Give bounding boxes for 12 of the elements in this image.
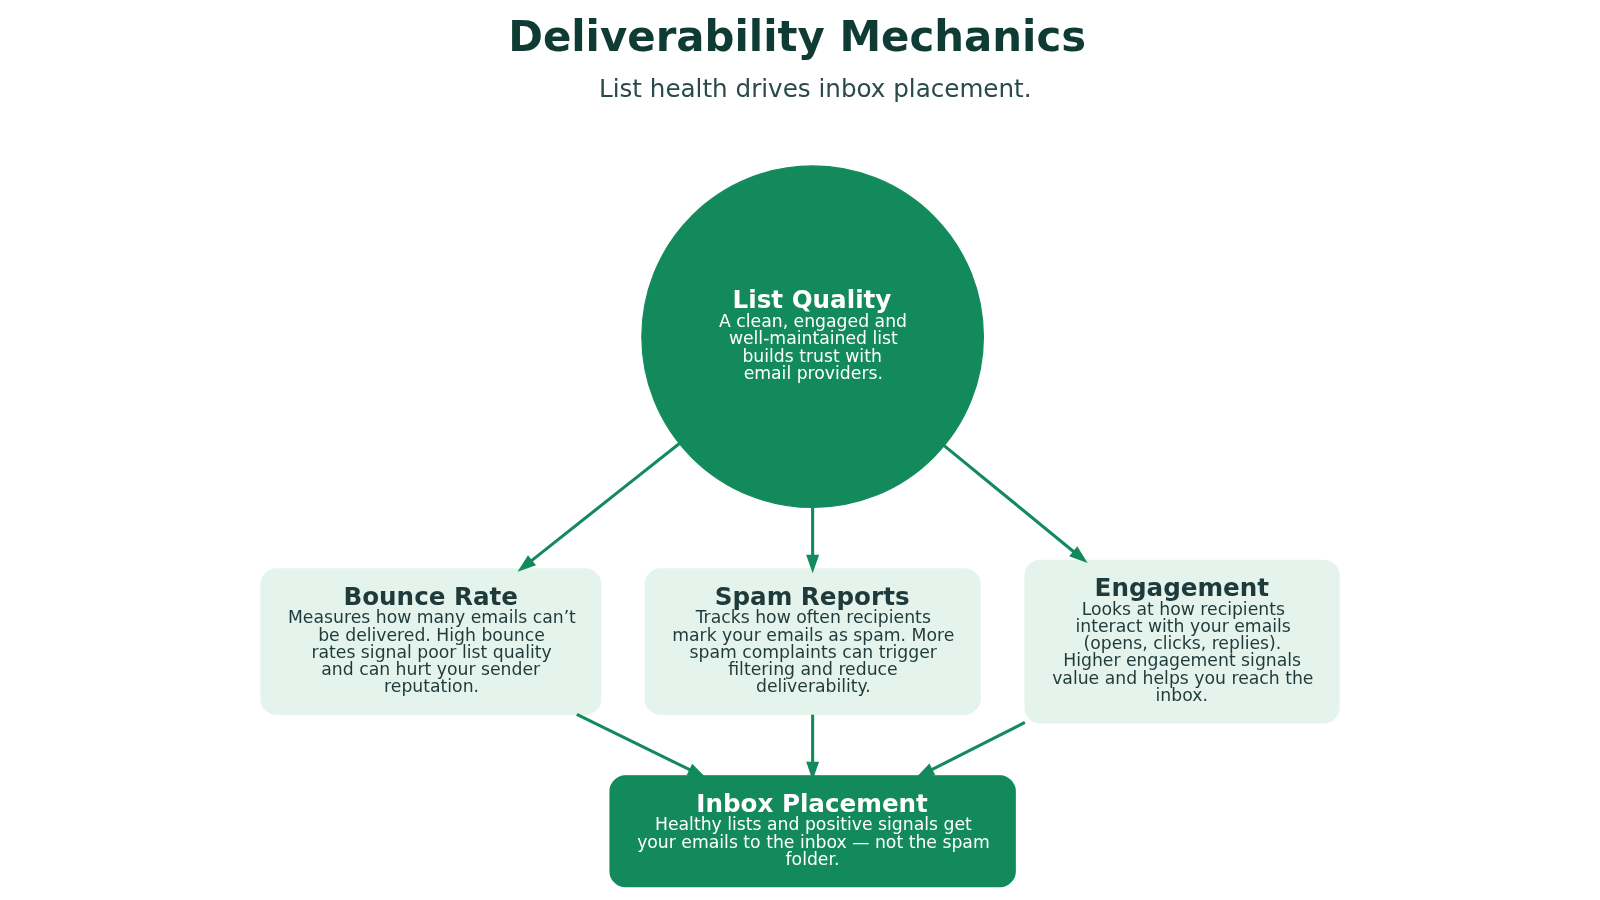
arrow [517,442,681,572]
diagram-title: Deliverability Mechanics [508,11,1087,61]
node-box: Bounce Rate Measures how many emails can’t be delivered. High bounce rates signal poor list quality and can hurt your sender reputation. [260,568,602,715]
arrow [915,721,1026,778]
arrow [806,507,820,574]
node-box: Spam Reports Tracks how often recipients mark your emails as spam. More spam complaints can trigger filtering and reduce deliverability. [644,568,981,715]
node-box: Engagement Looks at how recipients interact with your emails (opens, clicks, replies). Higher engagement signals value and helps you reach the inbox. [1024,559,1340,724]
label: List health drives inbox placement. [598,74,1032,104]
node-box: Inbox Placement Healthy lists and positive signals get your emails to the inbox — not the spam folder. [609,775,1016,888]
arrow [943,444,1088,564]
node-circle: List Quality A clean, engaged and well-maintained list builds trust with email providers. [641,165,985,509]
arrow [576,713,706,778]
